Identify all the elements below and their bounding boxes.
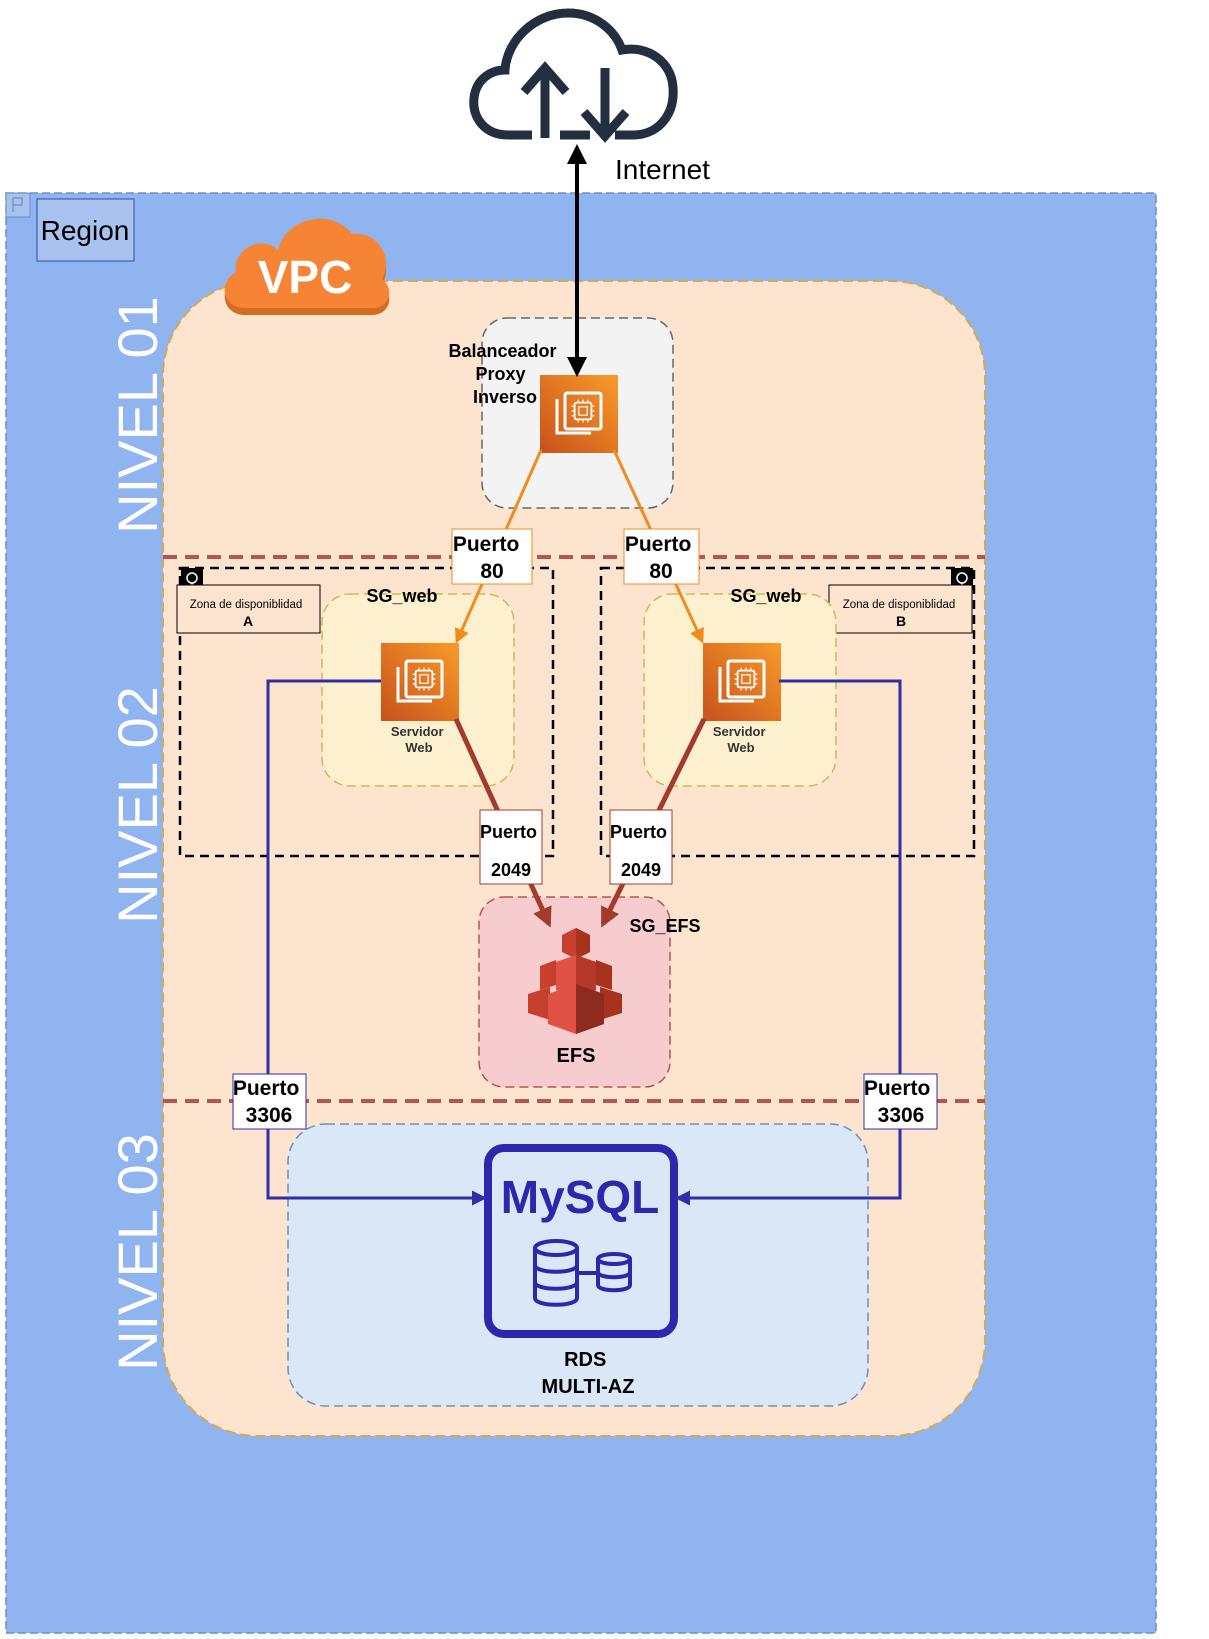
svg-text:Puerto 80: Puerto 80 — [453, 533, 525, 583]
server-right-label: Servidor Web — [713, 724, 769, 755]
zone-b-letter: B — [896, 613, 906, 629]
zone-a-label: Zona de disponiblidad — [190, 599, 303, 611]
efs-label: EFS — [557, 1045, 596, 1067]
load-balancer-label: Balanceador Proxy Inverso — [448, 341, 561, 407]
server-left-to-mysql — [266, 679, 487, 1206]
port-3306-left-label: Puerto 3306 — [232, 1073, 307, 1130]
ec2-instances-icon — [540, 375, 618, 453]
port-3306-right-label: Puerto 3306 — [863, 1073, 938, 1130]
sg-web-right-label: SG_web — [730, 586, 801, 606]
server-right-to-mysql — [675, 679, 902, 1206]
svg-text:Puerto 2049: Puerto 2049 — [610, 822, 672, 880]
zone-b-label: Zona de disponiblidad — [843, 599, 956, 611]
region-label: Region — [41, 215, 130, 246]
efs-icon — [528, 928, 622, 1034]
svg-text:Puerto 80: Puerto 80 — [625, 533, 697, 583]
zone-b-label-box — [828, 584, 973, 634]
rds-label: RDS MULTI-AZ — [542, 1349, 635, 1398]
zone-a-label-box — [176, 584, 321, 634]
level-2-label: NIVEL 02 — [106, 686, 169, 924]
svg-text:Puerto 3306: Puerto 3306 — [864, 1077, 936, 1127]
region-label-box — [36, 198, 135, 262]
ec2-instances-icon — [703, 643, 781, 721]
ec2-instances-icon — [381, 643, 459, 721]
sg-web-left-label: SG_web — [366, 586, 437, 606]
level-1-label: NIVEL 01 — [106, 296, 169, 534]
availability-zone-b — [599, 566, 976, 858]
cloud-upload-download-icon — [469, 8, 678, 143]
region-flag-icon — [5, 192, 31, 218]
vpc-cloud-icon: VPC — [224, 218, 390, 315]
vpc-label: VPC — [258, 251, 353, 303]
mysql-logo: MySQL — [501, 1171, 659, 1223]
svg-text:Puerto 3306: Puerto 3306 — [233, 1077, 305, 1127]
port-2049-left-label: Puerto 2049 — [479, 809, 543, 885]
server-left-label: Servidor Web — [391, 724, 447, 755]
sg-efs-label: SG_EFS — [629, 916, 700, 936]
availability-zone-a — [178, 566, 555, 858]
level-3-label: NIVEL 03 — [106, 1133, 169, 1371]
mysql-database-icon: MySQL — [484, 1144, 678, 1338]
zone-a-letter: A — [243, 613, 253, 629]
svg-text:Puerto 2049: Puerto 2049 — [480, 822, 542, 880]
port-2049-right-label: Puerto 2049 — [609, 809, 673, 885]
internet-label: Internet — [615, 154, 710, 185]
port-80-right-label: Puerto 80 — [623, 528, 700, 585]
port-80-left-label: Puerto 80 — [451, 528, 533, 585]
